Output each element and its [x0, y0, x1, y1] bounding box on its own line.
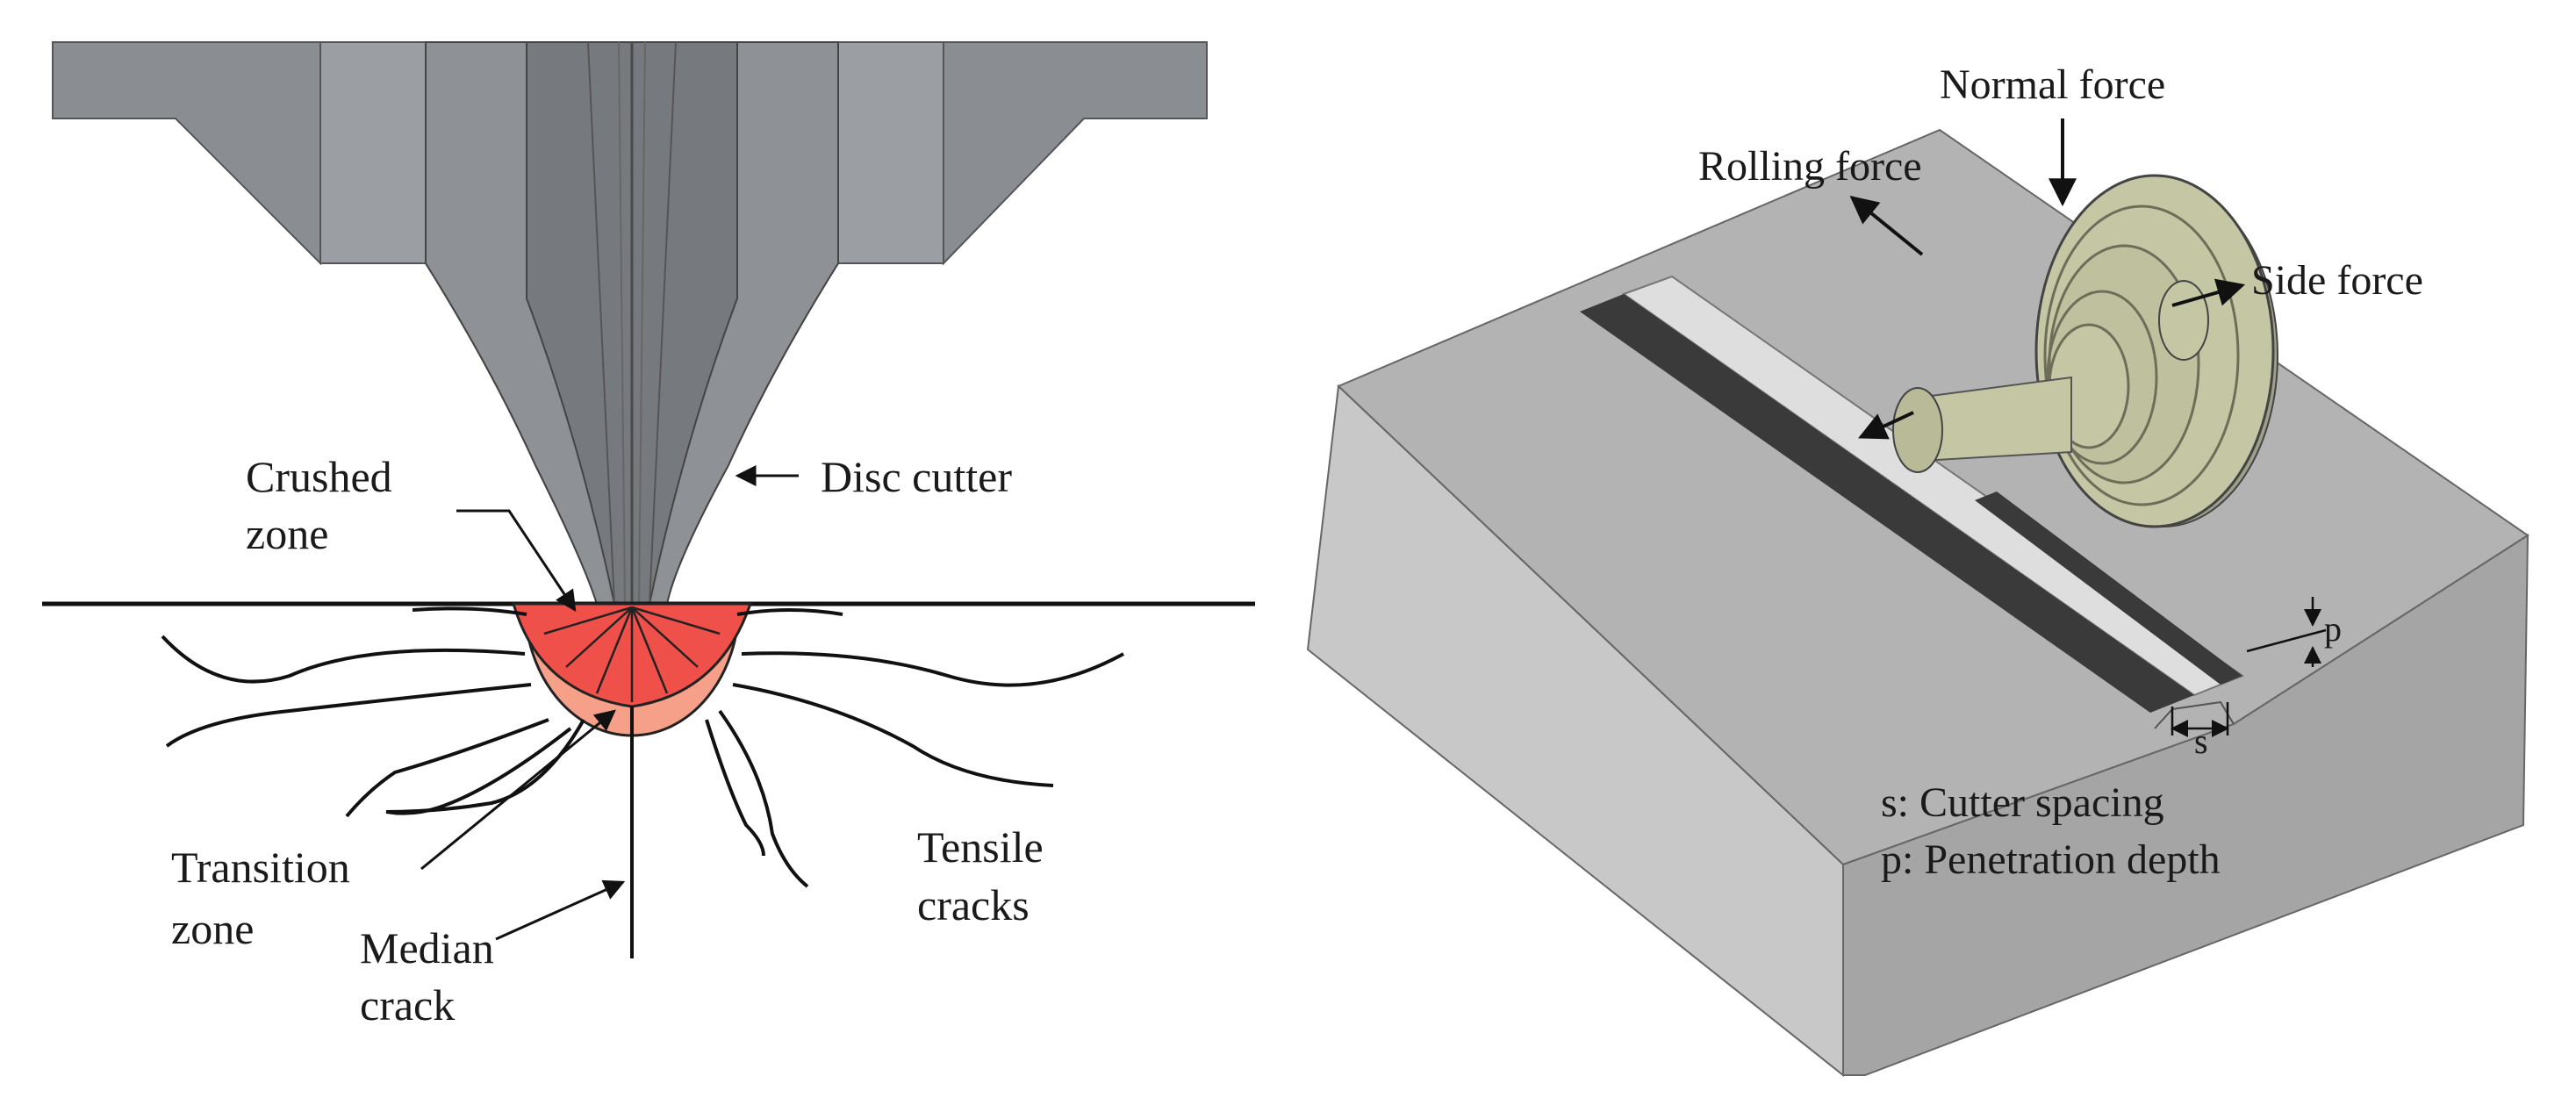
- depth-symbol-label: p: [2324, 609, 2342, 649]
- left-diagram: Crushed zone Disc cutter Transition zone…: [42, 41, 1255, 1030]
- rolling-force-label: Rolling force: [1698, 143, 1922, 190]
- side-force-label: Side force: [2251, 257, 2423, 304]
- rolling-force-arrow: [1849, 195, 1924, 256]
- left-leader-arrows: [420, 465, 799, 941]
- disc-cutter-3d: [1892, 174, 2278, 528]
- spacing-symbol-label: s: [2194, 721, 2208, 761]
- crushed-zone-label-line1: Crushed: [246, 452, 392, 501]
- groove-dark-strip-1: [1580, 294, 2194, 713]
- median-crack-label-line2: crack: [360, 980, 455, 1030]
- crushed-zone-arrows: [543, 606, 721, 702]
- tensile-cracks-label-line2: cracks: [917, 880, 1030, 929]
- force-arrows: [1849, 118, 2246, 440]
- tensile-cracks: [161, 606, 1124, 888]
- transition-zone-label-line1: Transition: [171, 843, 350, 892]
- median-crack-label-line1: Median: [360, 923, 494, 972]
- right-diagram: Normal force Rolling force Side force s …: [1306, 61, 2529, 1078]
- tensile-cracks-label-line1: Tensile: [917, 822, 1044, 872]
- normal-force-label: Normal force: [1940, 61, 2165, 108]
- legend-spacing-label: s: Cutter spacing: [1881, 779, 2164, 826]
- legend-depth-label: p: Penetration depth: [1881, 836, 2221, 883]
- groove-dark-strip-2: [1975, 492, 2242, 685]
- cutter-axis-arrow: [1858, 411, 1914, 440]
- dimension-markers: [2171, 597, 2327, 737]
- crushed-zone-label-line2: zone: [246, 509, 328, 558]
- disc-cutter-label: Disc cutter: [821, 452, 1012, 501]
- side-force-arrow: [2171, 278, 2246, 307]
- disc-cutter-shape: [52, 41, 1208, 605]
- rock-block: [1306, 128, 2529, 1078]
- transition-zone-label-line2: zone: [171, 904, 254, 953]
